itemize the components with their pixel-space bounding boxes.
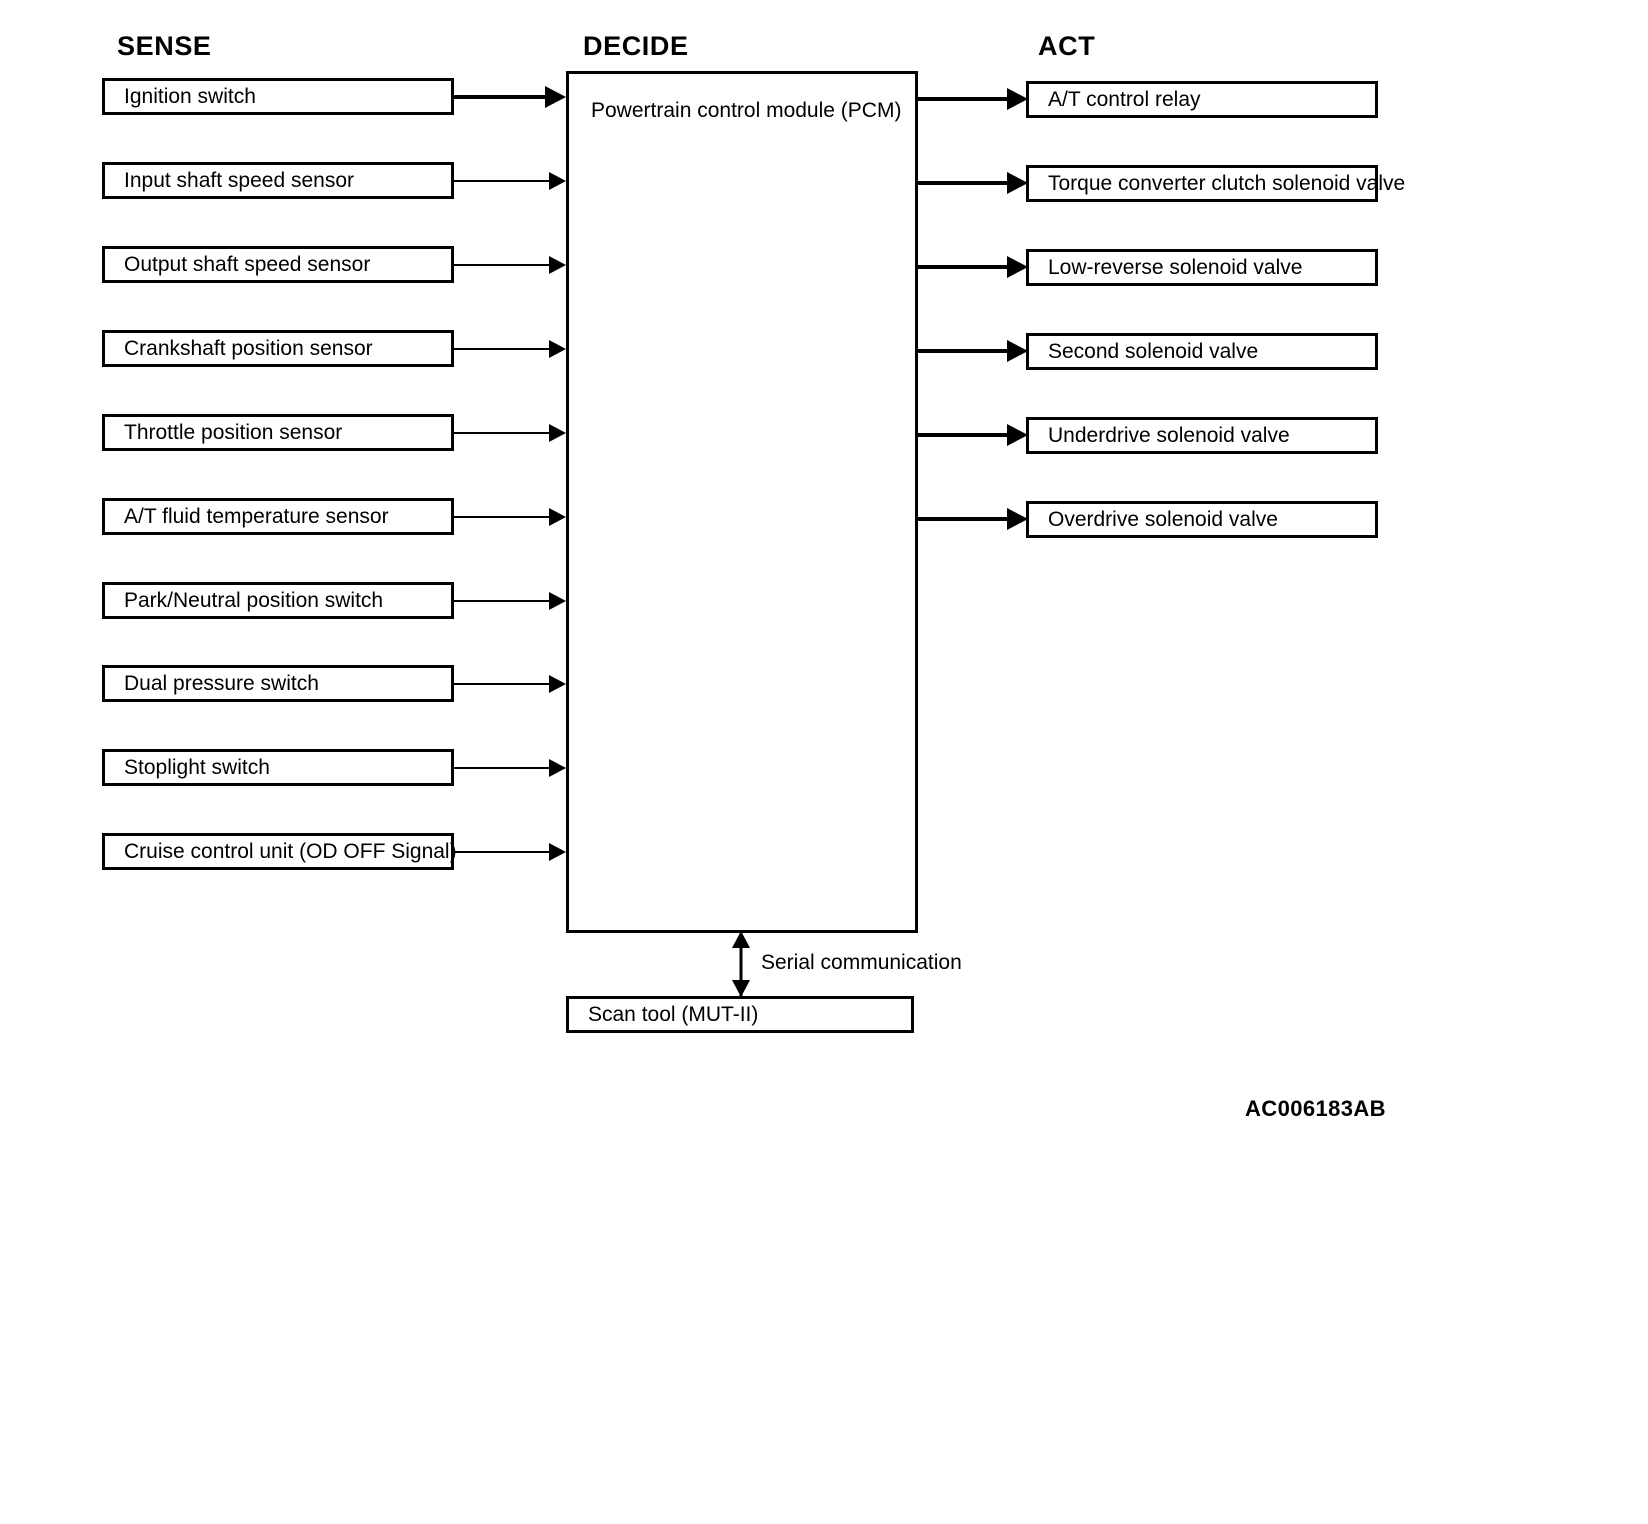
sense-box-park-neutral-position-switch[interactable]: Park/Neutral position switch <box>102 582 454 619</box>
figure-reference-code: AC006183AB <box>1245 1096 1386 1121</box>
column-heading-sense: SENSE <box>117 31 212 61</box>
act-box-at-control-relay[interactable]: A/T control relay <box>1026 81 1378 118</box>
pcm-label: Powertrain control module (PCM) <box>591 99 902 122</box>
sense-label: A/T fluid temperature sensor <box>124 504 389 528</box>
act-label: Second solenoid valve <box>1048 339 1259 363</box>
act-box-overdrive-solenoid-valve[interactable]: Overdrive solenoid valve <box>1026 501 1378 538</box>
sense-box-crankshaft-position-sensor[interactable]: Crankshaft position sensor <box>102 330 454 367</box>
act-label: Overdrive solenoid valve <box>1048 507 1278 531</box>
sense-box-at-fluid-temperature-sensor[interactable]: A/T fluid temperature sensor <box>102 498 454 535</box>
sense-label: Ignition switch <box>124 84 256 108</box>
pcm-block[interactable]: Powertrain control module (PCM) <box>566 71 918 933</box>
sense-box-ignition-switch[interactable]: Ignition switch <box>102 78 454 115</box>
act-label: A/T control relay <box>1048 87 1201 111</box>
serial-communication-label: Serial communication <box>761 951 962 974</box>
act-label: Torque converter clutch solenoid valve <box>1048 171 1406 195</box>
sense-label: Input shaft speed sensor <box>124 168 354 192</box>
scan-tool-box[interactable]: Scan tool (MUT-II) <box>566 996 914 1033</box>
sense-box-stoplight-switch[interactable]: Stoplight switch <box>102 749 454 786</box>
sense-label: Throttle position sensor <box>124 420 343 444</box>
sense-label: Park/Neutral position switch <box>124 588 384 612</box>
act-label: Underdrive solenoid valve <box>1048 423 1290 447</box>
sense-box-cruise-control-unit[interactable]: Cruise control unit (OD OFF Signal) <box>102 833 457 870</box>
column-heading-act: ACT <box>1038 31 1096 61</box>
sense-label: Stoplight switch <box>124 755 270 779</box>
act-box-torque-converter-clutch-solenoid-valve[interactable]: Torque converter clutch solenoid valve <box>1026 165 1405 202</box>
sense-box-throttle-position-sensor[interactable]: Throttle position sensor <box>102 414 454 451</box>
scan-tool-label: Scan tool (MUT-II) <box>588 1002 759 1026</box>
sense-label: Crankshaft position sensor <box>124 336 373 360</box>
act-box-low-reverse-solenoid-valve[interactable]: Low-reverse solenoid valve <box>1026 249 1378 286</box>
sense-label: Cruise control unit (OD OFF Signal) <box>124 839 457 863</box>
sense-box-output-shaft-speed-sensor[interactable]: Output shaft speed sensor <box>102 246 454 283</box>
sense-box-dual-pressure-switch[interactable]: Dual pressure switch <box>102 665 454 702</box>
act-box-second-solenoid-valve[interactable]: Second solenoid valve <box>1026 333 1378 370</box>
act-label: Low-reverse solenoid valve <box>1048 255 1303 279</box>
sense-label: Output shaft speed sensor <box>124 252 371 276</box>
sense-box-input-shaft-speed-sensor[interactable]: Input shaft speed sensor <box>102 162 454 199</box>
act-box-underdrive-solenoid-valve[interactable]: Underdrive solenoid valve <box>1026 417 1378 454</box>
sense-label: Dual pressure switch <box>124 671 319 695</box>
column-heading-decide: DECIDE <box>583 31 689 61</box>
